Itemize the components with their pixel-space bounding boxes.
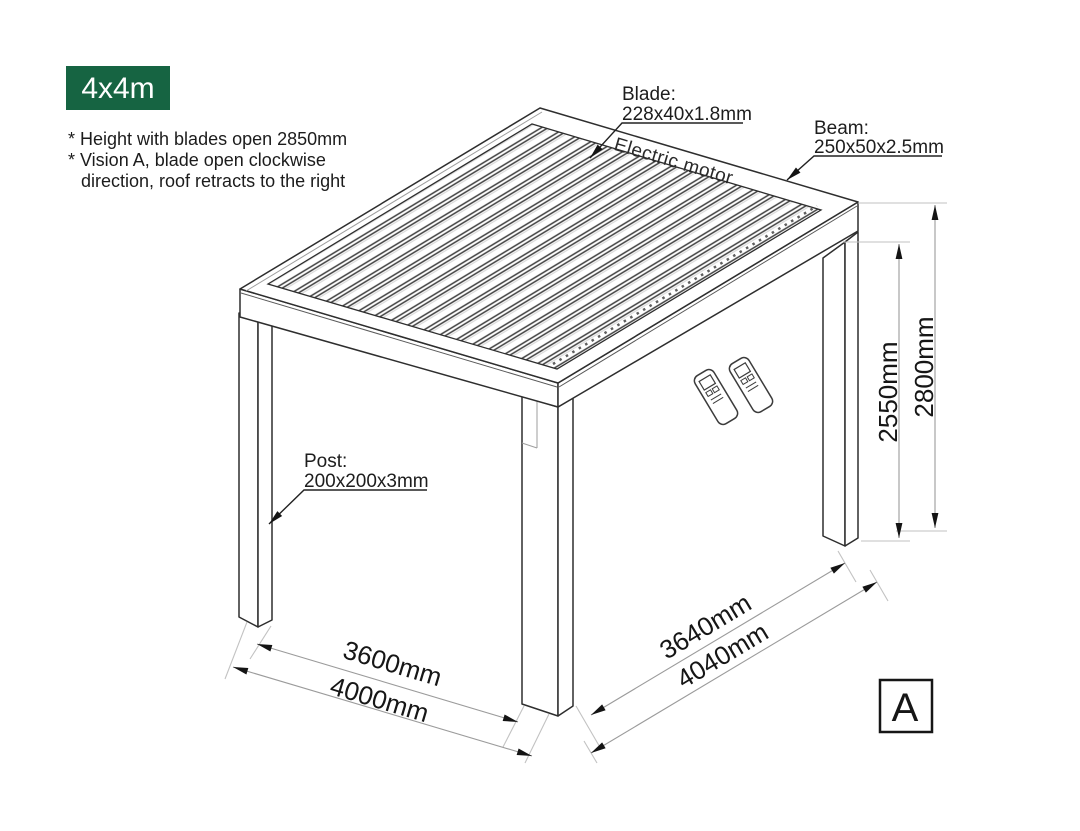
post-callout: Post: 200x200x3mm — [304, 451, 429, 492]
left-post-front-face — [238, 312, 259, 628]
roof-track-rail-line — [245, 111, 543, 292]
remote-2-detail-line2 — [747, 384, 759, 392]
roof-edge-detail-right — [558, 205, 858, 388]
dimension-line — [590, 562, 846, 716]
arrowhead — [257, 644, 273, 652]
dimension-line — [256, 643, 519, 723]
louvered-roof: Electric motor — [239, 107, 859, 408]
roof-edge-detail-left — [240, 292, 558, 388]
view-marker: A — [878, 678, 934, 734]
remote-1-detail-line2 — [712, 396, 724, 404]
arrowhead — [787, 167, 801, 180]
blade-callout-title: Blade: — [622, 84, 676, 105]
pergola-posts — [238, 231, 859, 717]
arrowhead — [502, 714, 518, 722]
left-post-side-face — [257, 317, 273, 628]
remote-1-screen — [698, 373, 717, 391]
arrowhead — [269, 511, 283, 524]
note-line-1: * Height with blades open 2850mm — [68, 129, 347, 149]
remote-1-detail-line — [710, 393, 722, 401]
arrowhead — [591, 704, 606, 715]
post-callout-size: 200x200x3mm — [304, 471, 429, 492]
front-post-bracket-bottom — [521, 442, 538, 449]
remote-1-button-left — [705, 389, 714, 398]
leader-line — [268, 489, 427, 525]
dimension-lines-layer — [232, 122, 942, 757]
arrowhead — [830, 563, 845, 574]
right-post-front-face — [822, 241, 846, 547]
beam-callout-size: 250x50x2.5mm — [814, 137, 944, 158]
arrowhead — [895, 244, 903, 259]
remote-2-detail-line — [745, 381, 757, 389]
roof-louvre-blades — [266, 123, 823, 370]
view-marker-label: A — [892, 686, 919, 730]
front-post-front-face — [521, 395, 559, 717]
leader-line — [589, 122, 743, 159]
arrowhead — [862, 582, 877, 593]
beam-callout-title: Beam: — [814, 118, 869, 139]
remote-controls — [693, 356, 774, 426]
view-marker-box — [878, 678, 934, 734]
remote-2-screen — [733, 361, 752, 379]
dimension-labels: 2550mm 2800mm 3600mm 4000mm 3640mm 4040m… — [327, 316, 939, 728]
front-post-side-face — [557, 397, 574, 717]
dim-height-under-beam: 2550mm — [873, 341, 903, 442]
remote-control-1 — [693, 368, 739, 426]
arrowhead — [233, 667, 249, 675]
blade-end-tabs — [552, 204, 818, 366]
beam-callout: Beam: 250x50x2.5mm — [814, 118, 944, 158]
remote-control-2 — [728, 356, 774, 414]
right-post-side-face — [844, 231, 859, 547]
remote-1-button-right — [711, 385, 720, 394]
dim-height-total: 2800mm — [909, 316, 939, 417]
dimension-line — [590, 581, 878, 754]
arrowhead — [591, 742, 606, 753]
arrowhead — [590, 144, 603, 158]
arrowhead — [516, 748, 532, 756]
blade-callout: Blade: 228x40x1.8mm — [622, 84, 752, 125]
size-badge-label: 4x4m — [81, 72, 154, 105]
arrowhead — [931, 513, 939, 528]
notes-block: * Height with blades open 2850mm * Visio… — [68, 129, 347, 191]
blade-callout-size: 228x40x1.8mm — [622, 104, 752, 125]
size-badge-box — [66, 66, 170, 110]
arrowhead — [931, 205, 939, 220]
remote-2-button-right — [746, 373, 755, 382]
size-badge: 4x4m — [66, 66, 170, 110]
left-post — [238, 312, 273, 628]
note-line-3: direction, roof retracts to the right — [81, 171, 345, 191]
right-post — [822, 231, 859, 547]
arrowhead — [895, 523, 903, 538]
note-line-2: * Vision A, blade open clockwise — [68, 150, 326, 170]
dimension-line — [232, 666, 533, 757]
leader-line — [786, 155, 942, 181]
front-post — [521, 395, 574, 717]
remote-2-button-left — [740, 377, 749, 386]
post-callout-title: Post: — [304, 451, 347, 472]
